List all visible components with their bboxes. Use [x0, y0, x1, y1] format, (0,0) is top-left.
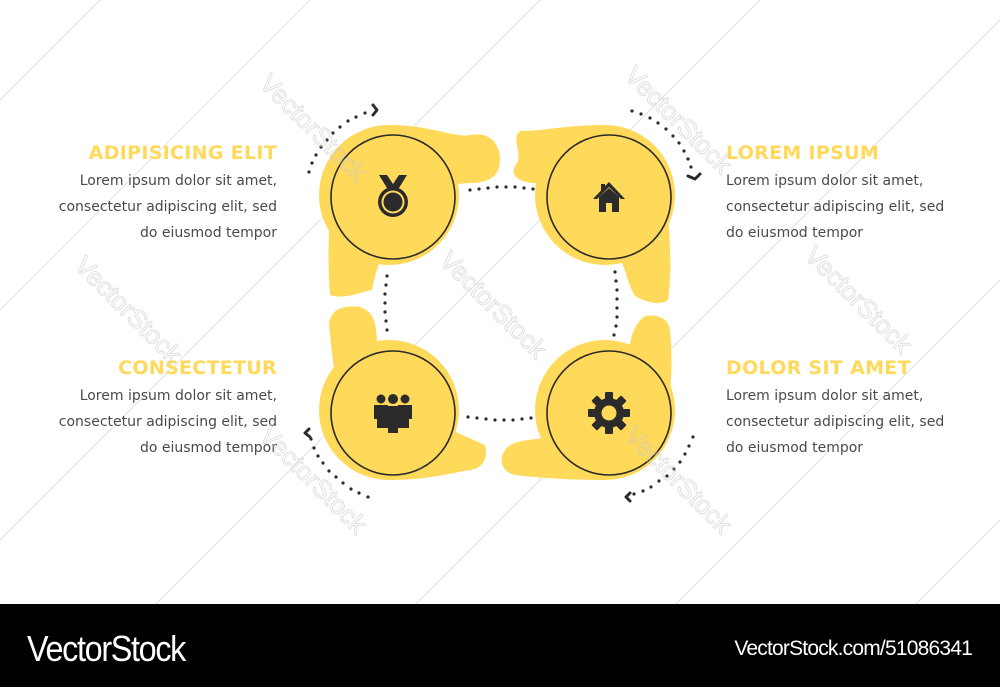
step-block-lorem: LOREM IPSUM Lorem ipsum dolor sit amet, …	[726, 141, 966, 246]
step-title: ADIPISICING ELIT	[88, 142, 277, 164]
description-line: Lorem ipsum dolor sit amet,	[79, 173, 277, 189]
step-block-dolor: DOLOR SIT AMET Lorem ipsum dolor sit ame…	[726, 356, 966, 461]
description-line: do eiusmod tempor	[139, 440, 277, 456]
arc-arrowheads	[303, 103, 702, 503]
step-description: Lorem ipsum dolor sit amet, consectetur …	[37, 383, 277, 461]
step-description: Lorem ipsum dolor sit amet, consectetur …	[726, 168, 966, 246]
dotted-connectors	[383, 185, 619, 422]
infographic-canvas: ADIPISICING ELIT Lorem ipsum dolor sit a…	[0, 0, 1000, 604]
footer-image-id: VectorStock.com/51086341	[734, 637, 972, 660]
cycle-diagram	[303, 103, 702, 503]
description-line: do eiusmod tempor	[726, 440, 864, 456]
footer-bar: VectorStock VectorStock.com/51086341	[0, 604, 1000, 687]
step-description: Lorem ipsum dolor sit amet, consectetur …	[37, 168, 277, 246]
description-line: Lorem ipsum dolor sit amet,	[726, 388, 924, 404]
home-icon	[593, 182, 625, 212]
description-line: consectetur adipiscing elit, sed	[58, 199, 277, 215]
step-title: DOLOR SIT AMET	[726, 357, 911, 379]
description-line: consectetur adipiscing elit, sed	[58, 414, 277, 430]
step-circles	[319, 125, 675, 480]
step-block-consectetur: CONSECTETUR Lorem ipsum dolor sit amet, …	[37, 356, 277, 461]
medal-icon	[378, 175, 408, 217]
step-title: LOREM IPSUM	[726, 142, 880, 164]
step-block-adipiscing: ADIPISICING ELIT Lorem ipsum dolor sit a…	[37, 141, 277, 246]
outer-arcs	[307, 109, 695, 499]
description-line: consectetur adipiscing elit, sed	[726, 414, 945, 430]
footer-brand: VectorStock	[27, 628, 186, 669]
gear-icon	[588, 392, 630, 434]
step-title: CONSECTETUR	[118, 357, 277, 379]
description-line: Lorem ipsum dolor sit amet,	[726, 173, 924, 189]
description-line: consectetur adipiscing elit, sed	[726, 199, 945, 215]
description-line: Lorem ipsum dolor sit amet,	[79, 388, 277, 404]
description-line: do eiusmod tempor	[139, 225, 277, 241]
team-icon	[374, 394, 412, 433]
description-line: do eiusmod tempor	[726, 225, 864, 241]
watermark-lines	[0, 0, 1000, 604]
step-description: Lorem ipsum dolor sit amet, consectetur …	[726, 383, 966, 461]
